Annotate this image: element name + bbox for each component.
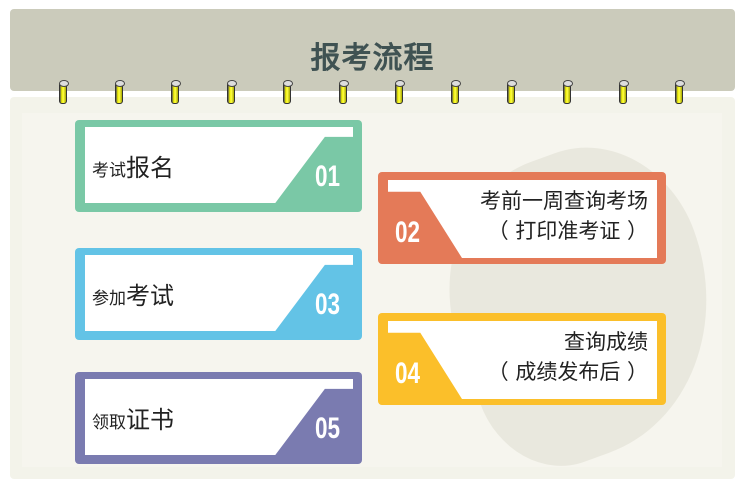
binder-ring-icon bbox=[115, 80, 125, 104]
step-label-line2: （ 成绩发布后 ） bbox=[487, 360, 648, 384]
step-label-small: 参加 bbox=[92, 289, 126, 309]
binder-ring-icon bbox=[507, 80, 517, 104]
binder-ring-icon bbox=[283, 80, 293, 104]
header-banner: 报考流程 bbox=[10, 9, 735, 91]
page-title: 报考流程 bbox=[310, 41, 435, 76]
binder-ring-icon bbox=[59, 80, 69, 104]
step-card-02[interactable]: 考前一周查询考场 （ 打印准考证 ） 02 bbox=[378, 172, 666, 264]
step-label-line1: 考前一周查询考场 bbox=[480, 189, 648, 213]
binder-ring-icon bbox=[395, 80, 405, 104]
binder-ring-icon bbox=[563, 80, 573, 104]
step-card-05[interactable]: 领取证书 05 bbox=[75, 372, 362, 464]
binder-ring-icon bbox=[451, 80, 461, 104]
binder-ring-icon bbox=[171, 80, 181, 104]
step-label-small: 考试 bbox=[92, 161, 126, 181]
step-card-04[interactable]: 查询成绩 （ 成绩发布后 ） 04 bbox=[378, 313, 666, 405]
step-label-big: 证书 bbox=[126, 406, 174, 434]
binder-ring-icon bbox=[227, 80, 237, 104]
binder-ring-icon bbox=[675, 80, 685, 104]
step-number: 02 bbox=[395, 216, 421, 249]
step-label-line1: 查询成绩 bbox=[564, 330, 648, 354]
step-number: 04 bbox=[395, 357, 421, 390]
step-label-small: 领取 bbox=[92, 413, 126, 433]
binder-ring-icon bbox=[619, 80, 629, 104]
step-label-big: 报名 bbox=[126, 154, 174, 182]
step-number: 05 bbox=[315, 412, 341, 445]
step-label-big: 考试 bbox=[126, 282, 174, 310]
step-number: 03 bbox=[315, 288, 341, 321]
binder-ring-icon bbox=[339, 80, 349, 104]
step-label-line2: （ 打印准考证 ） bbox=[487, 219, 648, 243]
step-number: 01 bbox=[315, 160, 341, 193]
step-card-01[interactable]: 考试报名 01 bbox=[75, 120, 362, 212]
step-card-03[interactable]: 参加考试 03 bbox=[75, 248, 362, 340]
